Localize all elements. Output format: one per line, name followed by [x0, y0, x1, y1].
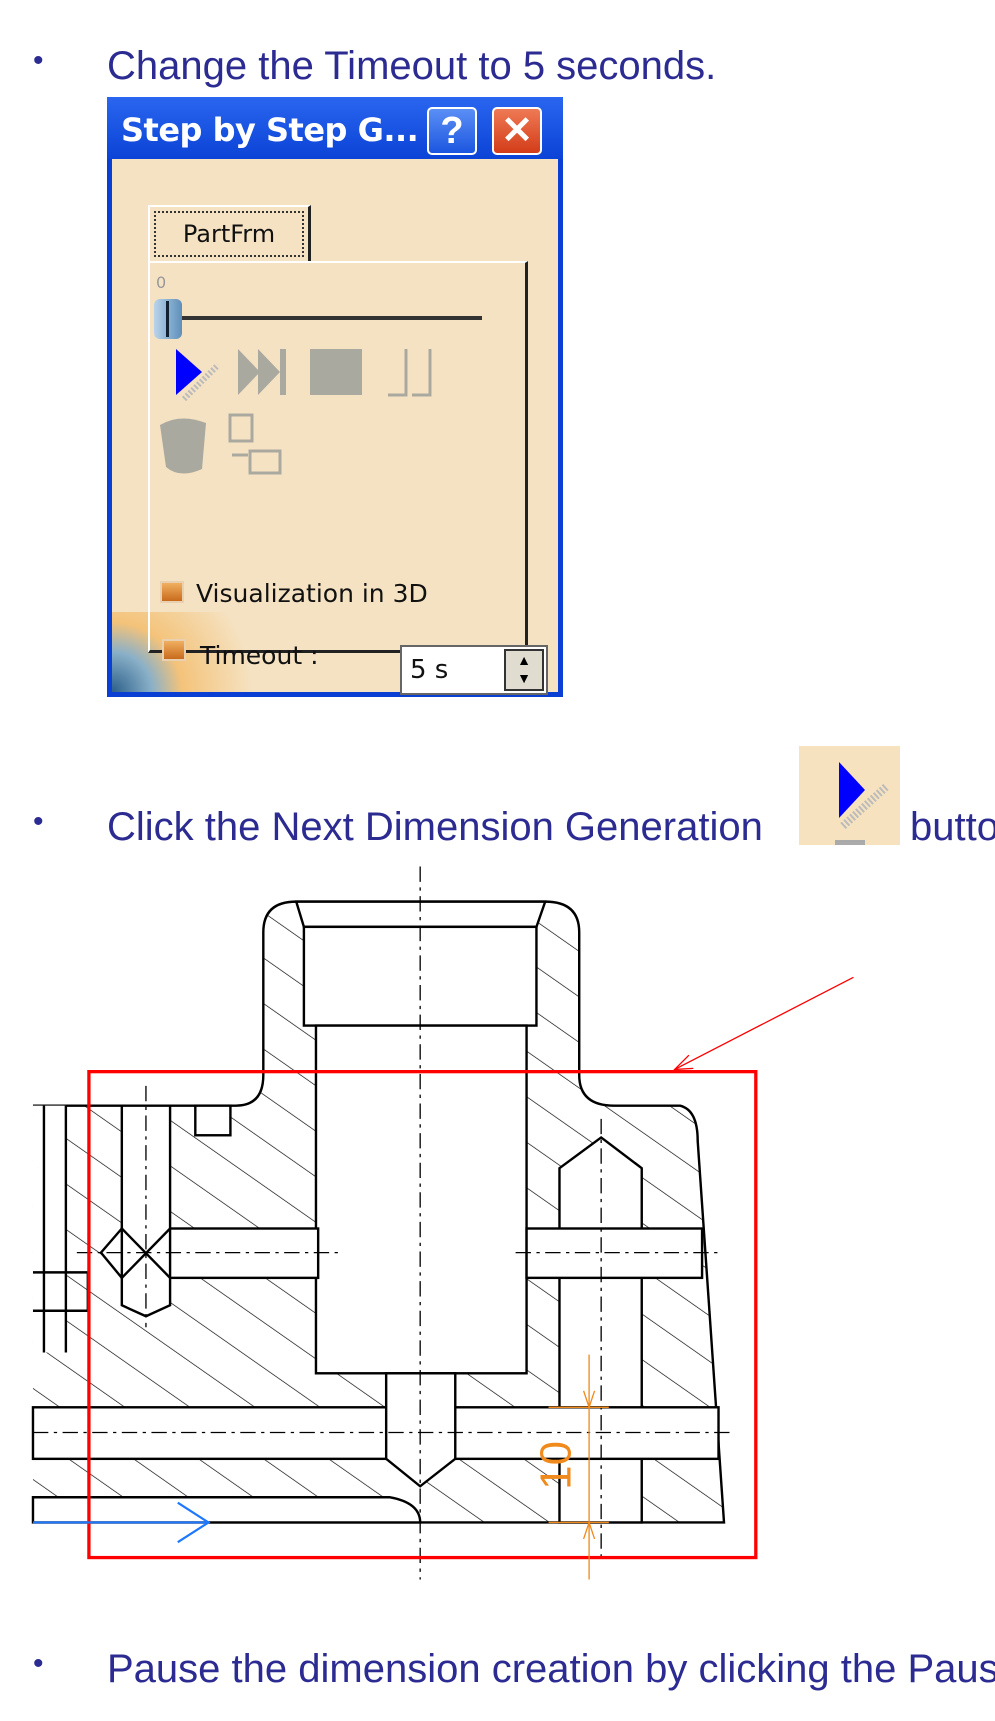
bullet: • [33, 805, 44, 838]
step-2-text: Click the Next Dimension Generation [107, 805, 763, 849]
generate-all-icon[interactable] [238, 349, 286, 395]
slider-value-label: 0 [156, 273, 167, 292]
bullet: • [33, 1647, 44, 1680]
dialog-title-bar[interactable]: Step by Step G... ? ✕ [107, 97, 563, 159]
slider-thumb[interactable] [154, 299, 182, 339]
timeout-value[interactable]: 5 s [410, 655, 449, 685]
tab-partfrm[interactable]: PartFrm [148, 205, 311, 261]
selection-box [87, 1070, 758, 1560]
next-dimension-generation-icon[interactable] [176, 349, 221, 402]
spinner-arrows[interactable]: ▲▼ [504, 649, 544, 691]
centerlines [32, 866, 730, 1580]
blue-arrow [32, 1501, 211, 1544]
transfer-to-view-icon[interactable] [228, 413, 282, 475]
dialog-client: PartFrm 0 [112, 159, 558, 695]
close-button[interactable]: ✕ [492, 107, 542, 155]
dimension-10 [548, 1354, 609, 1580]
3d-view-icon[interactable] [160, 418, 206, 474]
pause-icon[interactable] [388, 349, 432, 397]
bullet: • [33, 44, 44, 77]
help-button[interactable]: ? [427, 107, 477, 155]
tab-panel: 0 Visualizatio [148, 261, 548, 695]
toolbar-icons [160, 349, 432, 475]
next-dimension-generation-inline-icon [799, 746, 900, 845]
red-pointer-arrow [672, 976, 854, 1071]
stop-icon[interactable] [310, 349, 362, 395]
dialog-title: Step by Step G... [121, 111, 419, 149]
spin-down-icon[interactable]: ▼ [517, 670, 531, 686]
part-section-body [32, 900, 726, 1524]
visualization-3d-label: Visualization in 3D [196, 579, 428, 608]
slider-track[interactable] [170, 316, 482, 320]
dimension-value[interactable]: 10 [531, 1441, 580, 1490]
spin-up-icon[interactable]: ▲ [517, 652, 531, 668]
timeout-label: Timeout : [200, 641, 319, 670]
holes [31, 900, 720, 1524]
step-3-text: Pause the dimension creation by clicking… [107, 1647, 995, 1691]
tab-label: PartFrm [154, 211, 304, 257]
timeout-checkbox[interactable] [162, 639, 186, 661]
step-2-text-after: button [910, 805, 995, 849]
visualization-3d-checkbox[interactable] [160, 581, 184, 603]
step-1-text: Change the Timeout to 5 seconds. [107, 44, 717, 88]
timeout-spinner[interactable]: 5 s ▲▼ [400, 645, 548, 695]
step-by-step-dialog: Step by Step G... ? ✕ PartFrm 0 [107, 97, 563, 697]
